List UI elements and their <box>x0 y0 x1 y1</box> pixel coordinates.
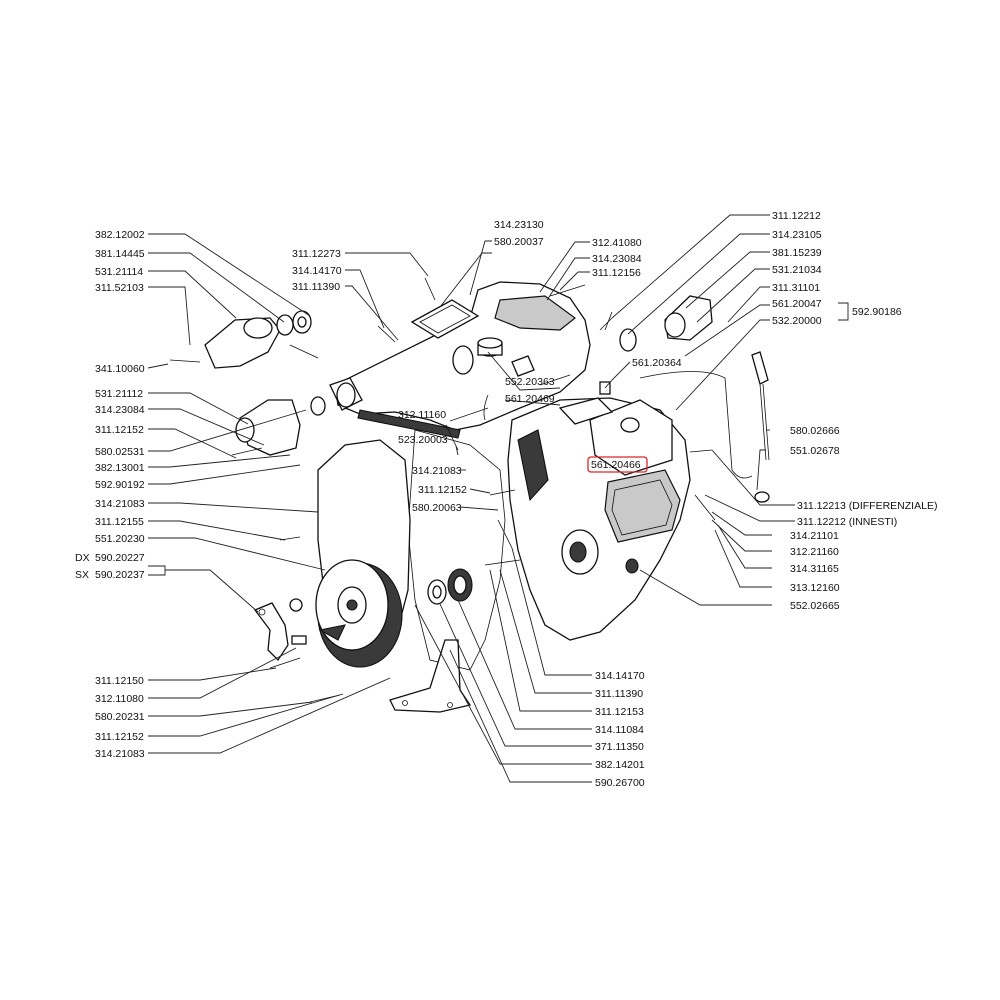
transmission-housing <box>334 281 591 431</box>
elbow-fitting <box>231 396 326 456</box>
label-561-20047: 561.20047 <box>772 298 822 310</box>
label-531-21114: 531.21114 <box>95 266 143 278</box>
label-592-90186: 592.90186 <box>852 306 902 318</box>
label-561-20466: 561.20466 <box>591 459 641 471</box>
label-314-23084-mid: 314.23084 <box>592 253 642 265</box>
label-552-20363: 552.20363 <box>505 376 555 388</box>
part-labels: 382.12002 381.14445 531.21114 311.52103 … <box>75 210 937 789</box>
label-dx-prefix: DX <box>75 552 90 564</box>
label-311-12212-b: 311.12212 (INNESTI) <box>797 516 897 528</box>
linkage-arm <box>253 598 341 703</box>
label-313-12160: 313.12160 <box>790 582 840 594</box>
label-314-21101: 314.21101 <box>790 530 839 542</box>
label-382-14201: 382.14201 <box>595 759 645 771</box>
label-311-12273: 311.12273 <box>292 248 341 260</box>
label-580-20063: 580.20063 <box>412 502 462 514</box>
label-311-12152-b: 311.12152 <box>95 731 144 743</box>
label-552-02665: 552.02665 <box>790 600 840 612</box>
label-311-12152-mid: 311.12152 <box>418 484 467 496</box>
label-382-13001: 382.13001 <box>95 462 145 474</box>
label-312-41080: 312.41080 <box>592 237 642 249</box>
label-314-23084-left: 314.23084 <box>95 404 145 416</box>
label-381-14445: 381.14445 <box>95 248 145 260</box>
label-311-12155: 311.12155 <box>95 516 144 528</box>
label-312-21160: 312.21160 <box>790 546 839 558</box>
label-580-02666: 580.02666 <box>790 425 840 437</box>
label-523-20003: 523.20003 <box>398 434 448 446</box>
label-371-11350: 371.11350 <box>595 741 644 753</box>
label-312-11080: 312.11080 <box>95 693 144 705</box>
label-314-21083-a: 314.21083 <box>95 498 145 510</box>
label-592-90192: 592.90192 <box>95 479 145 491</box>
label-311-52103: 311.52103 <box>95 282 144 294</box>
leader-lines <box>147 214 849 783</box>
label-311-12212-top: 311.12212 <box>772 210 821 222</box>
drum-pulley <box>315 559 403 668</box>
label-381-15239: 381.15239 <box>772 247 822 259</box>
label-341-10060: 341.10060 <box>95 363 145 375</box>
dipstick <box>639 351 770 503</box>
upper-right-fitting <box>599 295 713 352</box>
bearings <box>427 568 473 605</box>
label-551-02678: 551.02678 <box>790 445 840 457</box>
label-561-20469: 561.20469 <box>505 393 555 405</box>
label-314-21083-mid: 314.21083 <box>412 465 462 477</box>
label-382-12002: 382.12002 <box>95 229 145 241</box>
label-314-23105: 314.23105 <box>772 229 822 241</box>
label-311-12150: 311.12150 <box>95 675 144 687</box>
inspection-cover <box>558 381 681 543</box>
fasteners <box>279 277 716 574</box>
label-sx-prefix: SX <box>75 569 89 581</box>
upper-left-housing <box>169 310 319 369</box>
label-314-21083-b: 314.21083 <box>95 748 145 760</box>
label-311-12153: 311.12153 <box>595 706 644 718</box>
housing-axle-stub <box>329 377 461 439</box>
label-311-11390-b: 311.11390 <box>595 688 643 700</box>
label-532-20000: 532.20000 <box>772 315 822 327</box>
label-314-23130: 314.23130 <box>494 219 544 231</box>
label-314-14170-b: 314.14170 <box>595 670 645 682</box>
label-311-31101: 311.31101 <box>772 282 820 294</box>
label-311-12213: 311.12213 (DIFFERENZIALE) <box>797 500 937 512</box>
label-311-12156: 311.12156 <box>592 267 641 279</box>
label-314-14170-top: 314.14170 <box>292 265 342 277</box>
lower-bracket <box>389 639 472 713</box>
label-590-26700: 590.26700 <box>595 777 645 789</box>
label-311-11390-top: 311.11390 <box>292 281 340 293</box>
label-314-31165: 314.31165 <box>790 563 839 575</box>
label-311-12152-a: 311.12152 <box>95 424 144 436</box>
top-gasket-plate <box>410 299 480 339</box>
label-590-20237: 590.20237 <box>95 569 145 581</box>
label-580-20231: 580.20231 <box>95 711 145 723</box>
label-531-21112: 531.21112 <box>95 388 143 400</box>
label-531-21034: 531.21034 <box>772 264 822 276</box>
label-314-11084: 314.11084 <box>595 724 644 736</box>
label-580-20037: 580.20037 <box>494 236 544 248</box>
side-cover-gasket <box>407 429 506 671</box>
label-551-20230: 551.20230 <box>95 533 145 545</box>
label-561-20364: 561.20364 <box>632 357 682 369</box>
label-590-20227: 590.20227 <box>95 552 145 564</box>
label-312-11160: 312.11160 <box>398 409 446 421</box>
highlight-box <box>587 456 648 473</box>
label-580-02531: 580.02531 <box>95 446 145 458</box>
